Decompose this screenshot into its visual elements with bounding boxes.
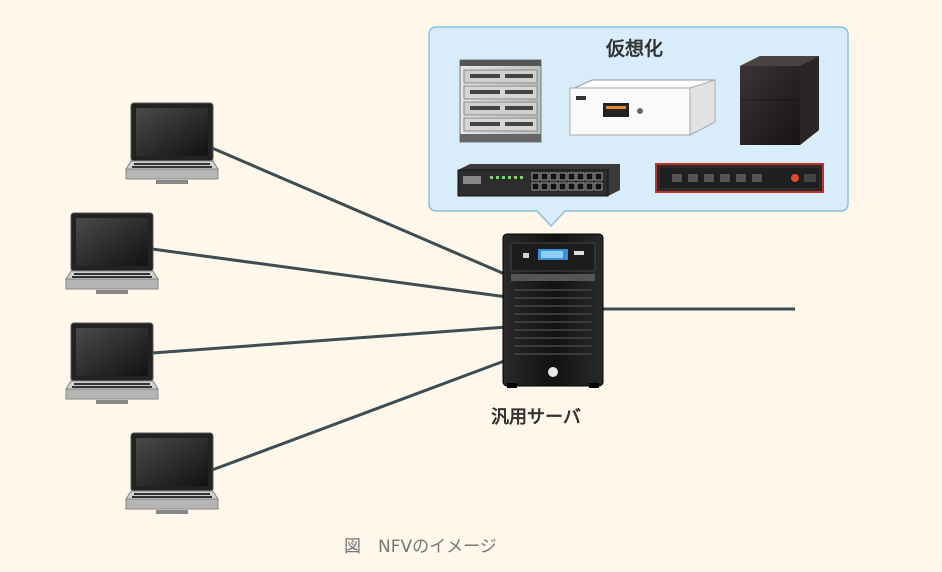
link-laptop-1 [211,146,508,277]
black-cube-appliance-icon [740,56,819,145]
link-laptop-2 [151,247,508,299]
laptop-icon [65,212,159,294]
rack-switch-icon [459,59,542,143]
laptop-icon [65,322,159,404]
virtualization-title: 仮想化 [606,38,664,60]
red-router-icon [655,163,824,193]
network-links [151,146,795,472]
laptop-icon [125,102,219,184]
link-laptop-4 [211,358,508,472]
laptop-icon [125,432,219,514]
link-laptop-3 [151,325,508,355]
figure-caption: 図 NFVのイメージ [344,537,497,557]
server-label: 汎用サーバ [491,407,581,428]
white-router-icon [569,79,716,136]
network-switch-icon [457,164,620,197]
server-icon [502,233,604,388]
